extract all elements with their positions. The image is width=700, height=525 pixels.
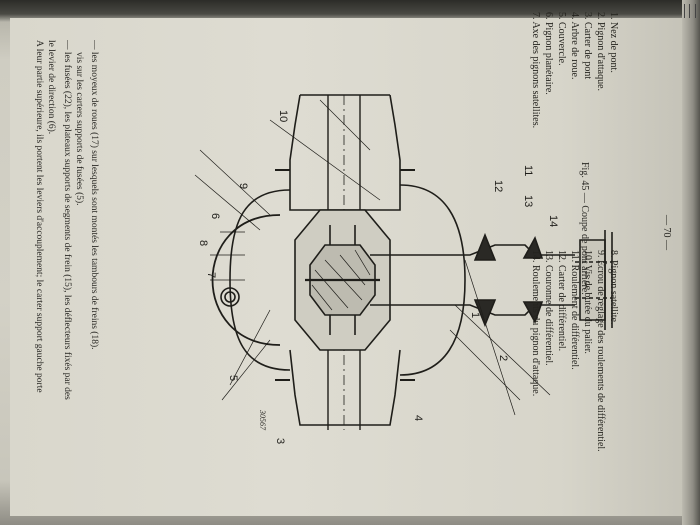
legend-item: 2. Pignon d'attaque. bbox=[595, 12, 606, 92]
legend-item: 10. Vis de butée du palier. bbox=[582, 250, 593, 354]
left-axle-housing bbox=[289, 94, 401, 211]
figure-stamp: 30567 bbox=[258, 409, 267, 431]
legend-item: 13. Couronne de différentiel. bbox=[543, 250, 554, 366]
callout-8: 8 bbox=[197, 240, 209, 246]
callout-14: 14 bbox=[547, 215, 559, 227]
legend-item: 4. Arbre de roue. bbox=[569, 12, 580, 80]
binding-stitch bbox=[684, 4, 696, 18]
legend-item: 7. Axe des pignons satellites. bbox=[530, 12, 541, 129]
pinion-bearings bbox=[473, 232, 497, 328]
legend-item: 14. Roulements du pignon d'attaque. bbox=[530, 250, 541, 397]
right-axle-housing bbox=[289, 349, 401, 426]
callout-12: 12 bbox=[492, 180, 504, 192]
callout-3: 3 bbox=[274, 438, 286, 444]
legend-item: 6. Pignon planétaire. bbox=[543, 12, 554, 95]
legend-item: 5. Couvercle. bbox=[556, 12, 567, 66]
callout-9: 9 bbox=[237, 183, 249, 189]
callout-11: 11 bbox=[522, 165, 534, 176]
page-number: — 70 — bbox=[661, 215, 672, 250]
callout-13: 13 bbox=[522, 195, 534, 207]
legend-item: 8. Pignon satellite. bbox=[608, 250, 619, 325]
callout-6: 6 bbox=[209, 213, 221, 219]
legend-item: 3. Carter de pont bbox=[582, 12, 593, 80]
filler-plug bbox=[220, 287, 240, 307]
legend-item: 9. Écrou de réglage des roulements de di… bbox=[595, 250, 606, 452]
legend-item: 12. Carter de différentiel. bbox=[556, 250, 567, 352]
callout-5: 5 bbox=[227, 375, 239, 381]
callout-1: 1 bbox=[469, 312, 481, 318]
legend-item: 1. Nez de pont. bbox=[608, 12, 619, 73]
book-binding bbox=[682, 0, 700, 525]
callout-4: 4 bbox=[412, 415, 424, 421]
legend-item: 11. Roulement de différentiel. bbox=[569, 250, 580, 370]
callout-7: 7 bbox=[205, 272, 217, 278]
callout-10: 10 bbox=[277, 110, 289, 122]
callout-2: 2 bbox=[497, 355, 509, 361]
